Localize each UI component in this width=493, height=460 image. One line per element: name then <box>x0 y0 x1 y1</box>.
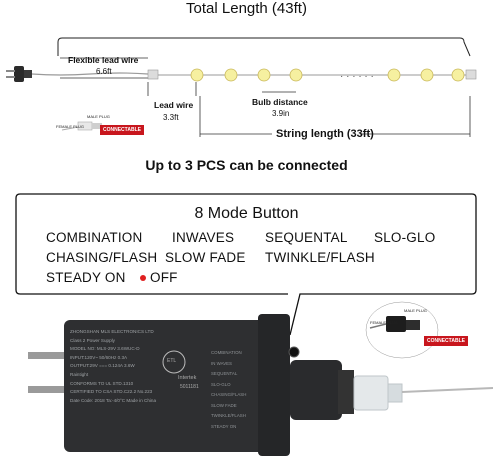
side-mode-line: SLOW FADE <box>211 402 237 408</box>
mode-twinkle-flash: TWINKLE/FLASH <box>265 250 375 265</box>
mode-chasing-flash: CHASING/FLASH <box>46 250 158 265</box>
side-mode-line: STEADY ON <box>211 423 237 429</box>
off-dot-icon <box>140 275 146 282</box>
male-plug-label: MALE PLUG <box>87 114 110 119</box>
side-mode-line: CHASING/FLASH <box>211 392 247 397</box>
mode-slo-glo: SLO-GLO <box>374 230 436 245</box>
strain-relief <box>290 360 342 420</box>
power-adapter <box>28 301 493 456</box>
side-mode-line: TWINKLE/FLASH <box>211 413 246 418</box>
connectable-badge: CONNECTABLE <box>100 125 144 135</box>
mode-off: OFF <box>140 270 178 285</box>
bulb-distance-value: 3.9in <box>272 109 290 118</box>
mode-off-label: OFF <box>150 270 178 285</box>
total-length-title: Total Length (43ft) <box>186 0 307 17</box>
adapter-label-line: Raintight <box>70 371 89 377</box>
adapter-label-line: ZHONGSHAN MLS ELECTRONICS LTD <box>70 329 154 334</box>
bulb-distance-label: Bulb distance <box>252 97 308 107</box>
lead-wire <box>31 72 149 76</box>
intertek-text: Intertek <box>178 375 197 381</box>
mode-button <box>288 346 300 358</box>
adapter-body <box>64 320 282 452</box>
bulbs <box>190 68 465 82</box>
inset-plug-pair <box>365 301 439 359</box>
connector-1 <box>147 69 159 80</box>
inset-male-plug-label: MALE PLUG <box>404 308 427 313</box>
adapter-label-line: CONFORMS TO UL STD.1310 <box>70 380 134 386</box>
adapter-label-line: Date Code: 2018 Ta:-4/0°C Made in China <box>70 397 157 403</box>
plug-prong-1 <box>6 70 15 72</box>
lead-wire-label: Lead wire <box>154 100 194 110</box>
adapter-label-line: CERTIFIED TO CSA STD.C22.2 No.223 <box>70 389 153 395</box>
adapter-label: ZHONGSHAN MLS ELECTRONICS LTD Class 2 Po… <box>70 328 230 405</box>
side-mode-line: IN WAVES <box>211 360 232 366</box>
side-mode-line: SEQUENTAL <box>211 371 238 376</box>
etl-mark <box>162 350 186 374</box>
lead-wire-length: 3.3ft <box>163 113 179 122</box>
side-mode-line: COMBINATION <box>211 350 242 355</box>
female-plug-label: FEMALE PLUG <box>56 124 85 129</box>
headline: Up to 3 PCS can be connected <box>145 157 348 173</box>
etl-text: ETL <box>167 358 177 364</box>
adapter-side-modes: COMBINATION IN WAVES SEQUENTAL SLO-GLO C… <box>211 348 261 432</box>
adapter-prong-1 <box>28 352 68 359</box>
plug-neck <box>24 70 32 78</box>
mode-callout-frame <box>15 193 477 336</box>
svg-text:· · · · · ·: · · · · · · <box>340 71 374 82</box>
string-length-label: String length (33ft) <box>276 128 374 140</box>
inset-connectable-badge: CONNECTABLE <box>424 336 468 346</box>
mode-steady-on: STEADY ON <box>46 270 126 285</box>
inset-female-plug-label: FEMALE PLUG <box>370 320 399 325</box>
adapter-label-line: OUTPUT:29V === 0.124A 3.6W <box>70 363 135 369</box>
adapter-label-line: INPUT:120V~ 50/60Hz 0.3A <box>70 354 128 360</box>
mode-sequental: SEQUENTAL <box>265 230 348 245</box>
flexible-lead-wire-label: Flexible lead wire <box>68 55 139 65</box>
mode-combination: COMBINATION <box>46 230 143 245</box>
adapter-label-line: MODEL NO: MLS-29V 3.6WUC-D <box>70 346 140 352</box>
side-mode-line: SLO-GLO <box>211 381 231 387</box>
string-light-diagram: · · · · · · <box>6 37 477 137</box>
output-cable <box>401 387 493 393</box>
flexible-lead-length: 6.6ft <box>96 67 112 76</box>
plug-prong-2 <box>6 76 15 78</box>
adapter-label-line: Class 2 Power Supply <box>70 337 115 343</box>
total-length-bracket <box>57 37 471 57</box>
connector-2 <box>465 69 477 80</box>
plug-body <box>14 66 24 82</box>
mode-slow-fade: SLOW FADE <box>165 250 246 265</box>
mode-title: 8 Mode Button <box>194 205 299 222</box>
adapter-prong-2 <box>28 386 68 393</box>
clear-connector <box>353 375 389 411</box>
mode-inwaves: INWAVES <box>172 230 235 245</box>
cert-number: 5011181 <box>180 384 199 390</box>
